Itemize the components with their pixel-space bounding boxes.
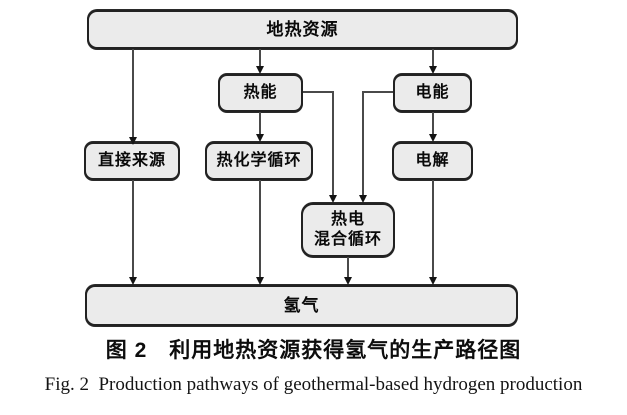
edge-line: [347, 257, 349, 278]
node-electric-energy: 电能: [393, 74, 472, 112]
figure-caption-english: Fig. 2 Production pathways of geothermal…: [44, 374, 583, 395]
edge-line: [259, 180, 261, 278]
node-hybrid-cycle-label: 热电 混合循环: [313, 211, 382, 248]
edge-line: [432, 49, 434, 67]
edge-line: [303, 91, 334, 93]
edge-line: [259, 112, 261, 135]
edge-line: [132, 180, 134, 278]
node-geothermal-resources-label: 地热资源: [266, 19, 339, 39]
node-direct-source: 直接来源: [84, 142, 180, 180]
arrowhead-icon: [256, 66, 264, 74]
arrowhead-icon: [359, 195, 367, 203]
arrowhead-icon: [429, 134, 437, 142]
arrowhead-icon: [256, 134, 264, 142]
edge-line: [259, 49, 261, 67]
node-thermal-energy-label: 热能: [243, 84, 278, 101]
node-hydrogen-label: 氢气: [283, 295, 320, 315]
node-thermochemical-cycle-label: 热化学循环: [216, 152, 302, 169]
arrowhead-icon: [129, 277, 137, 285]
node-hydrogen: 氢气: [85, 285, 518, 326]
node-thermochemical-cycle: 热化学循环: [205, 142, 313, 180]
edge-line: [362, 91, 364, 195]
arrowhead-icon: [256, 277, 264, 285]
arrowhead-icon: [429, 66, 437, 74]
edge-line: [432, 112, 434, 135]
arrowhead-icon: [344, 277, 352, 285]
node-electrolysis-label: 电解: [415, 152, 450, 169]
arrowhead-icon: [329, 195, 337, 203]
node-hybrid-cycle: 热电 混合循环: [301, 203, 395, 257]
edge-line: [362, 91, 393, 93]
edge-line: [132, 49, 134, 138]
figure-caption-chinese: 图 2 利用地热资源获得氢气的生产路径图: [105, 339, 522, 362]
node-electrolysis: 电解: [392, 142, 473, 180]
node-thermal-energy: 热能: [218, 74, 303, 112]
arrowhead-icon: [429, 277, 437, 285]
arrowhead-icon: [129, 137, 137, 145]
node-direct-source-label: 直接来源: [97, 152, 166, 169]
edge-line: [332, 91, 334, 195]
node-electric-energy-label: 电能: [415, 84, 450, 101]
edge-line: [432, 180, 434, 278]
node-geothermal-resources: 地热资源: [87, 10, 518, 49]
